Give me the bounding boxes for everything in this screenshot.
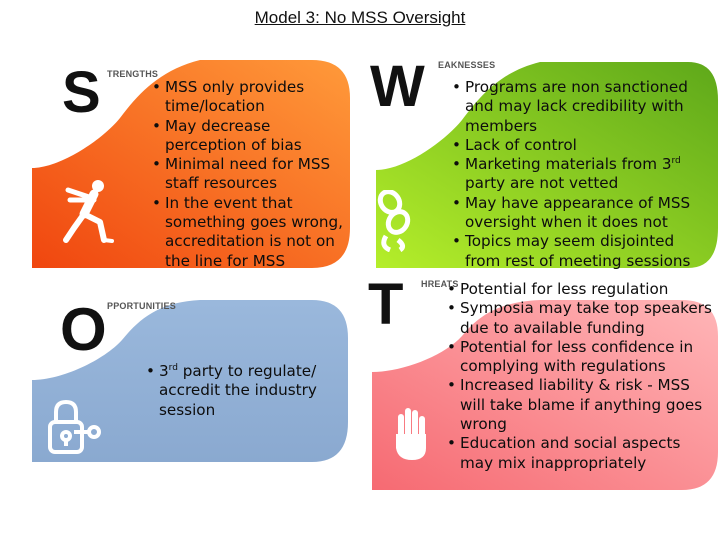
- list-item: Topics may seem disjointed from rest of …: [452, 232, 714, 271]
- strengths-heading: TRENGTHS: [107, 69, 159, 79]
- list-item: Potential for less confidence in complyi…: [447, 338, 715, 377]
- list-item: Marketing materials from 3rd party are n…: [452, 155, 714, 194]
- threats-list: Potential for less regulation Symposia m…: [447, 280, 715, 473]
- strengths-list: MSS only provides time/location May decr…: [152, 78, 347, 271]
- list-item: Education and social aspects may mix ina…: [447, 434, 715, 473]
- broken-chain-icon: [377, 190, 411, 252]
- list-item: Lack of control: [452, 136, 714, 156]
- list-item: In the event that something goes wrong, …: [152, 194, 347, 271]
- list-item: Increased liability & risk - MSS will ta…: [447, 376, 715, 434]
- page-title: Model 3: No MSS Oversight: [254, 8, 466, 27]
- list-item: 3rd party to regulate/ accredit the indu…: [146, 362, 342, 420]
- threats-heading: HREATS: [421, 279, 459, 289]
- weaknesses-heading: EAKNESSES: [438, 60, 496, 70]
- list-item: Potential for less regulation: [447, 280, 715, 300]
- stretching-person-icon: [63, 180, 114, 243]
- opportunities-letter: O: [60, 296, 107, 363]
- ordinal-prefix: 3rd: [159, 362, 178, 380]
- list-item-text: party to regulate/ accredit the industry…: [159, 362, 317, 419]
- opportunities-list: 3rd party to regulate/ accredit the indu…: [146, 362, 342, 420]
- list-item: May have appearance of MSS oversight whe…: [452, 194, 714, 233]
- list-item: Minimal need for MSS staff resources: [152, 155, 347, 194]
- strengths-letter: S: [62, 60, 101, 125]
- weaknesses-letter: W: [370, 54, 425, 119]
- list-item: Programs are non sanctioned and may lack…: [452, 78, 714, 136]
- list-item: Symposia may take top speakers due to av…: [447, 299, 715, 338]
- threats-letter: T: [368, 272, 404, 337]
- opportunities-heading: PPORTUNITIES: [107, 301, 176, 311]
- padlock-key-icon: [48, 399, 101, 454]
- list-item: MSS only provides time/location: [152, 78, 347, 117]
- stop-hand-icon: [396, 408, 426, 460]
- list-item: May decrease perception of bias: [152, 117, 347, 156]
- weaknesses-list: Programs are non sanctioned and may lack…: [452, 78, 714, 271]
